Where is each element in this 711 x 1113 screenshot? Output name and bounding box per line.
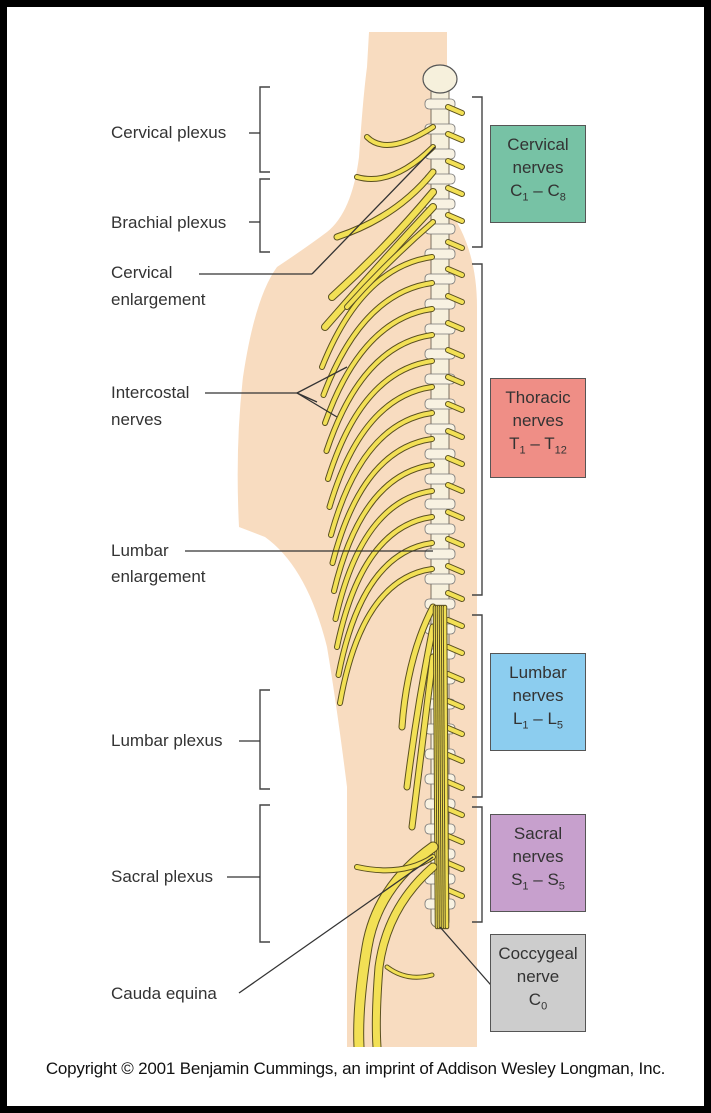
region-thoracic-range: T1 – T12 — [491, 432, 585, 462]
region-sacral-line1: Sacral — [491, 822, 585, 845]
region-thoracic-line2: nerves — [491, 409, 585, 432]
label-cauda-equina: Cauda equina — [111, 983, 217, 1004]
region-lumbar-line1: Lumbar — [491, 661, 585, 684]
label-brachial-plexus: Brachial plexus — [111, 212, 226, 233]
spinal-nerve-stub — [448, 188, 462, 194]
label-lumbar-enlargement-1: Lumbar — [111, 540, 169, 561]
bracket-cervical-plexus — [260, 87, 270, 172]
region-box-cervical: Cervical nerves C1 – C8 — [490, 125, 586, 223]
region-sacral-line2: nerves — [491, 845, 585, 868]
region-coccygeal-range: C0 — [491, 988, 585, 1018]
label-lumbar-enlargement-2: enlargement — [111, 566, 206, 587]
vertebra — [425, 524, 455, 534]
bracket-lumbar-plexus — [260, 690, 270, 789]
label-sacral-plexus: Sacral plexus — [111, 866, 213, 887]
bracket-cervical-nerves — [472, 97, 482, 247]
region-box-lumbar: Lumbar nerves L1 – L5 — [490, 653, 586, 751]
vertebra — [425, 474, 455, 484]
vertebra — [425, 574, 455, 584]
region-lumbar-range: L1 – L5 — [491, 707, 585, 737]
diagram-panel: Cervical plexus Brachial plexus Cervical… — [7, 7, 704, 1106]
vertebra — [425, 499, 455, 509]
spinal-nerve-stub — [448, 107, 462, 113]
region-cervical-range: C1 – C8 — [491, 179, 585, 209]
region-box-coccygeal: Coccygeal nerve C0 — [490, 934, 586, 1032]
region-coccygeal-line1: Coccygeal — [491, 942, 585, 965]
spinal-nerve-stub — [448, 161, 462, 167]
spinal-nerves-illustration — [7, 7, 704, 1047]
label-intercostal-2: nerves — [111, 409, 162, 430]
region-box-sacral: Sacral nerves S1 – S5 — [490, 814, 586, 912]
copyright-notice: Copyright © 2001 Benjamin Cummings, an i… — [7, 1059, 704, 1079]
region-coccygeal-line2: nerve — [491, 965, 585, 988]
region-thoracic-line1: Thoracic — [491, 386, 585, 409]
label-cervical-enlargement-1: Cervical — [111, 262, 172, 283]
region-cervical-line2: nerves — [491, 156, 585, 179]
spinal-nerve-stub — [448, 134, 462, 140]
region-sacral-range: S1 – S5 — [491, 868, 585, 898]
label-cervical-plexus: Cervical plexus — [111, 122, 226, 143]
region-cervical-line1: Cervical — [491, 133, 585, 156]
label-intercostal-1: Intercostal — [111, 382, 189, 403]
label-cervical-enlargement-2: enlargement — [111, 289, 206, 310]
region-lumbar-line2: nerves — [491, 684, 585, 707]
label-lumbar-plexus: Lumbar plexus — [111, 730, 223, 751]
bracket-brachial-plexus — [260, 179, 270, 252]
region-box-thoracic: Thoracic nerves T1 – T12 — [490, 378, 586, 478]
skull-base — [423, 65, 457, 93]
bracket-sacral-plexus — [260, 805, 270, 942]
